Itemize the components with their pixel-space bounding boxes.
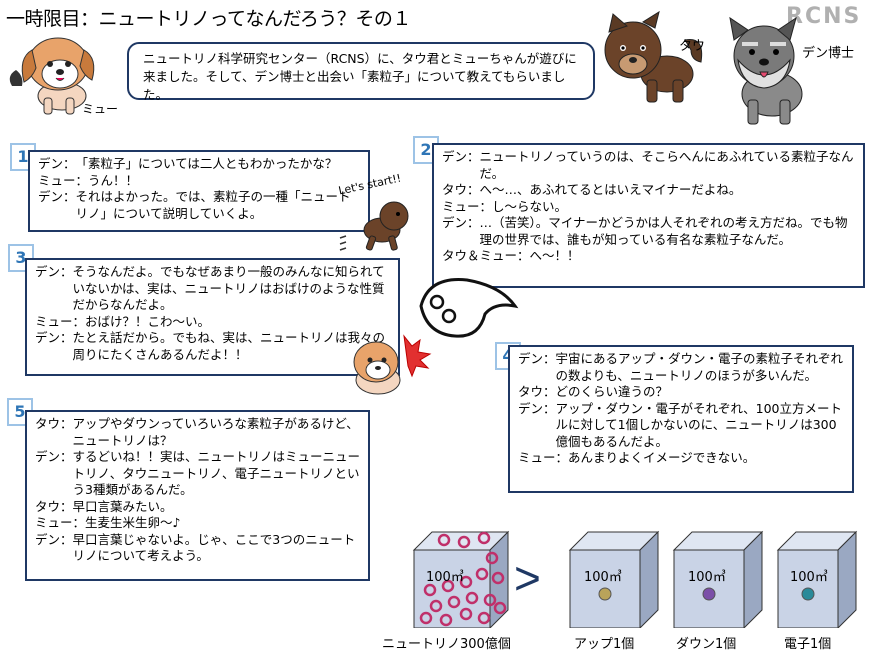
intro-box: ニュートリノ科学研究センター（RCNS）に、タウ君とミューちゃんが遊びに来ました… [127,42,595,102]
dialog-line: ミュー：おばけ？！こわ～い。 [35,313,211,329]
dialog-line: タウ：へ～…、あふれてるとはいえマイナーだよね。 [442,182,742,197]
dialog-line: デン：…（苦笑）。マイナーかどうかは人それぞれの考え方だね。でも物理の世界では、… [442,215,848,247]
cube-2-volume: 100㎥ [584,570,622,585]
dialog-line: デン：するどいね！！実は、ニュートリノはミューニュートリノ、タウニュートリノ、電… [35,449,361,497]
electron-cube [776,530,858,628]
panel-5-dialog: タウ：アップやダウンっていろいろな素粒子があるけど、ニュートリノは？ デン：する… [25,410,370,581]
dialog-line: タウ：アップやダウンっていろいろな素粒子があるけど、ニュートリノは？ [35,416,359,448]
dialog-line: デン：宇宙にあるアップ・ダウン・電子の素粒子それぞれの数よりも、ニュートリノのほ… [518,351,844,383]
mu-name-label: ミュー [82,102,119,116]
greater-than-symbol: > [514,552,541,604]
neutrino-particles [419,531,507,627]
down-cube [672,530,764,628]
ghost-illustration [419,278,519,338]
dialog-line: デン：そうなんだよ。でもなぜあまり一般のみんなに知られていないかは、実は、ニュー… [35,264,385,312]
dialog-line: デン：アップ・ダウン・電子がそれぞれ、100立方メートルに対して1個しかないのに… [518,400,843,449]
cube-4-volume: 100㎥ [790,570,828,585]
cube-4-label: 電子1個 [784,637,832,652]
dialog-line: デン：たとえ話だから。でもね、実は、ニュートリノは我々の周りにたくさんあるんだよ… [35,330,386,362]
up-cube [568,530,660,628]
panel-2-dialog: デン：ニュートリノっていうのは、そこらへんにあふれている素粒子なんだ。 タウ：へ… [432,143,865,288]
panel-4-dialog: デン：宇宙にあるアップ・ダウン・電子の素粒子それぞれの数よりも、ニュートリノのほ… [508,345,854,493]
page-title: 一時限目：ニュートリノってなんだろう？その１ [6,8,411,30]
cube-3-label: ダウン1個 [676,637,737,652]
dialog-line: ミュー：し～らない。 [442,198,568,214]
cube-3-volume: 100㎥ [688,570,726,585]
dialog-line: デン：「素粒子」については二人ともわかったかな？ [38,156,338,171]
mu-dog-illustration [9,37,95,115]
neutrino-cube [412,530,510,628]
dialog-line: デン：それはよかった。では、素粒子の一種「ニュートリノ」について説明していくよ。 [38,189,351,221]
cube-2-label: アップ1個 [574,637,635,652]
panel-1-dialog: デン：「素粒子」については二人ともわかったかな？ ミュー：うん！！ デン：それは… [28,150,370,232]
dialog-line: タウ：早口言葉みたい。 [35,498,173,514]
cubes-diagram: > [412,530,858,628]
tau-dog-illustration [604,10,703,103]
panel-3-dialog: デン：そうなんだよ。でもなぜあまり一般のみんなに知られていないかは、実は、ニュー… [25,258,400,376]
surprised-mu-illustration [353,334,432,395]
dialog-line: タウ＆ミュー：へ～！！ [442,248,580,263]
rcns-logo: RCNS [786,4,862,29]
dialog-line: デン：ニュートリノっていうのは、そこらへんにあふれている素粒子なんだ。 [442,149,854,181]
dialog-line: ミュー：あんまりよくイメージできない。 [518,450,756,465]
tau-name-label: タウ [679,39,706,54]
dialog-line: ミュー：生麦生米生卵～♪ [35,515,181,530]
running-tau-illustration [339,201,409,251]
dialog-line: ミュー：うん！！ [38,172,139,188]
cube-1-volume: 100㎥ [426,570,464,585]
dialog-line: タウ：どのくらい違うの？ [518,384,669,399]
den-name-label: デン博士 [802,46,855,61]
cube-1-label: ニュートリノ300億個 [382,637,511,652]
dialog-line: デン：早口言葉じゃないよ。じゃ、ここで3つのニュートリノについて考えよう。 [35,531,356,564]
den-dog-illustration [729,16,803,125]
